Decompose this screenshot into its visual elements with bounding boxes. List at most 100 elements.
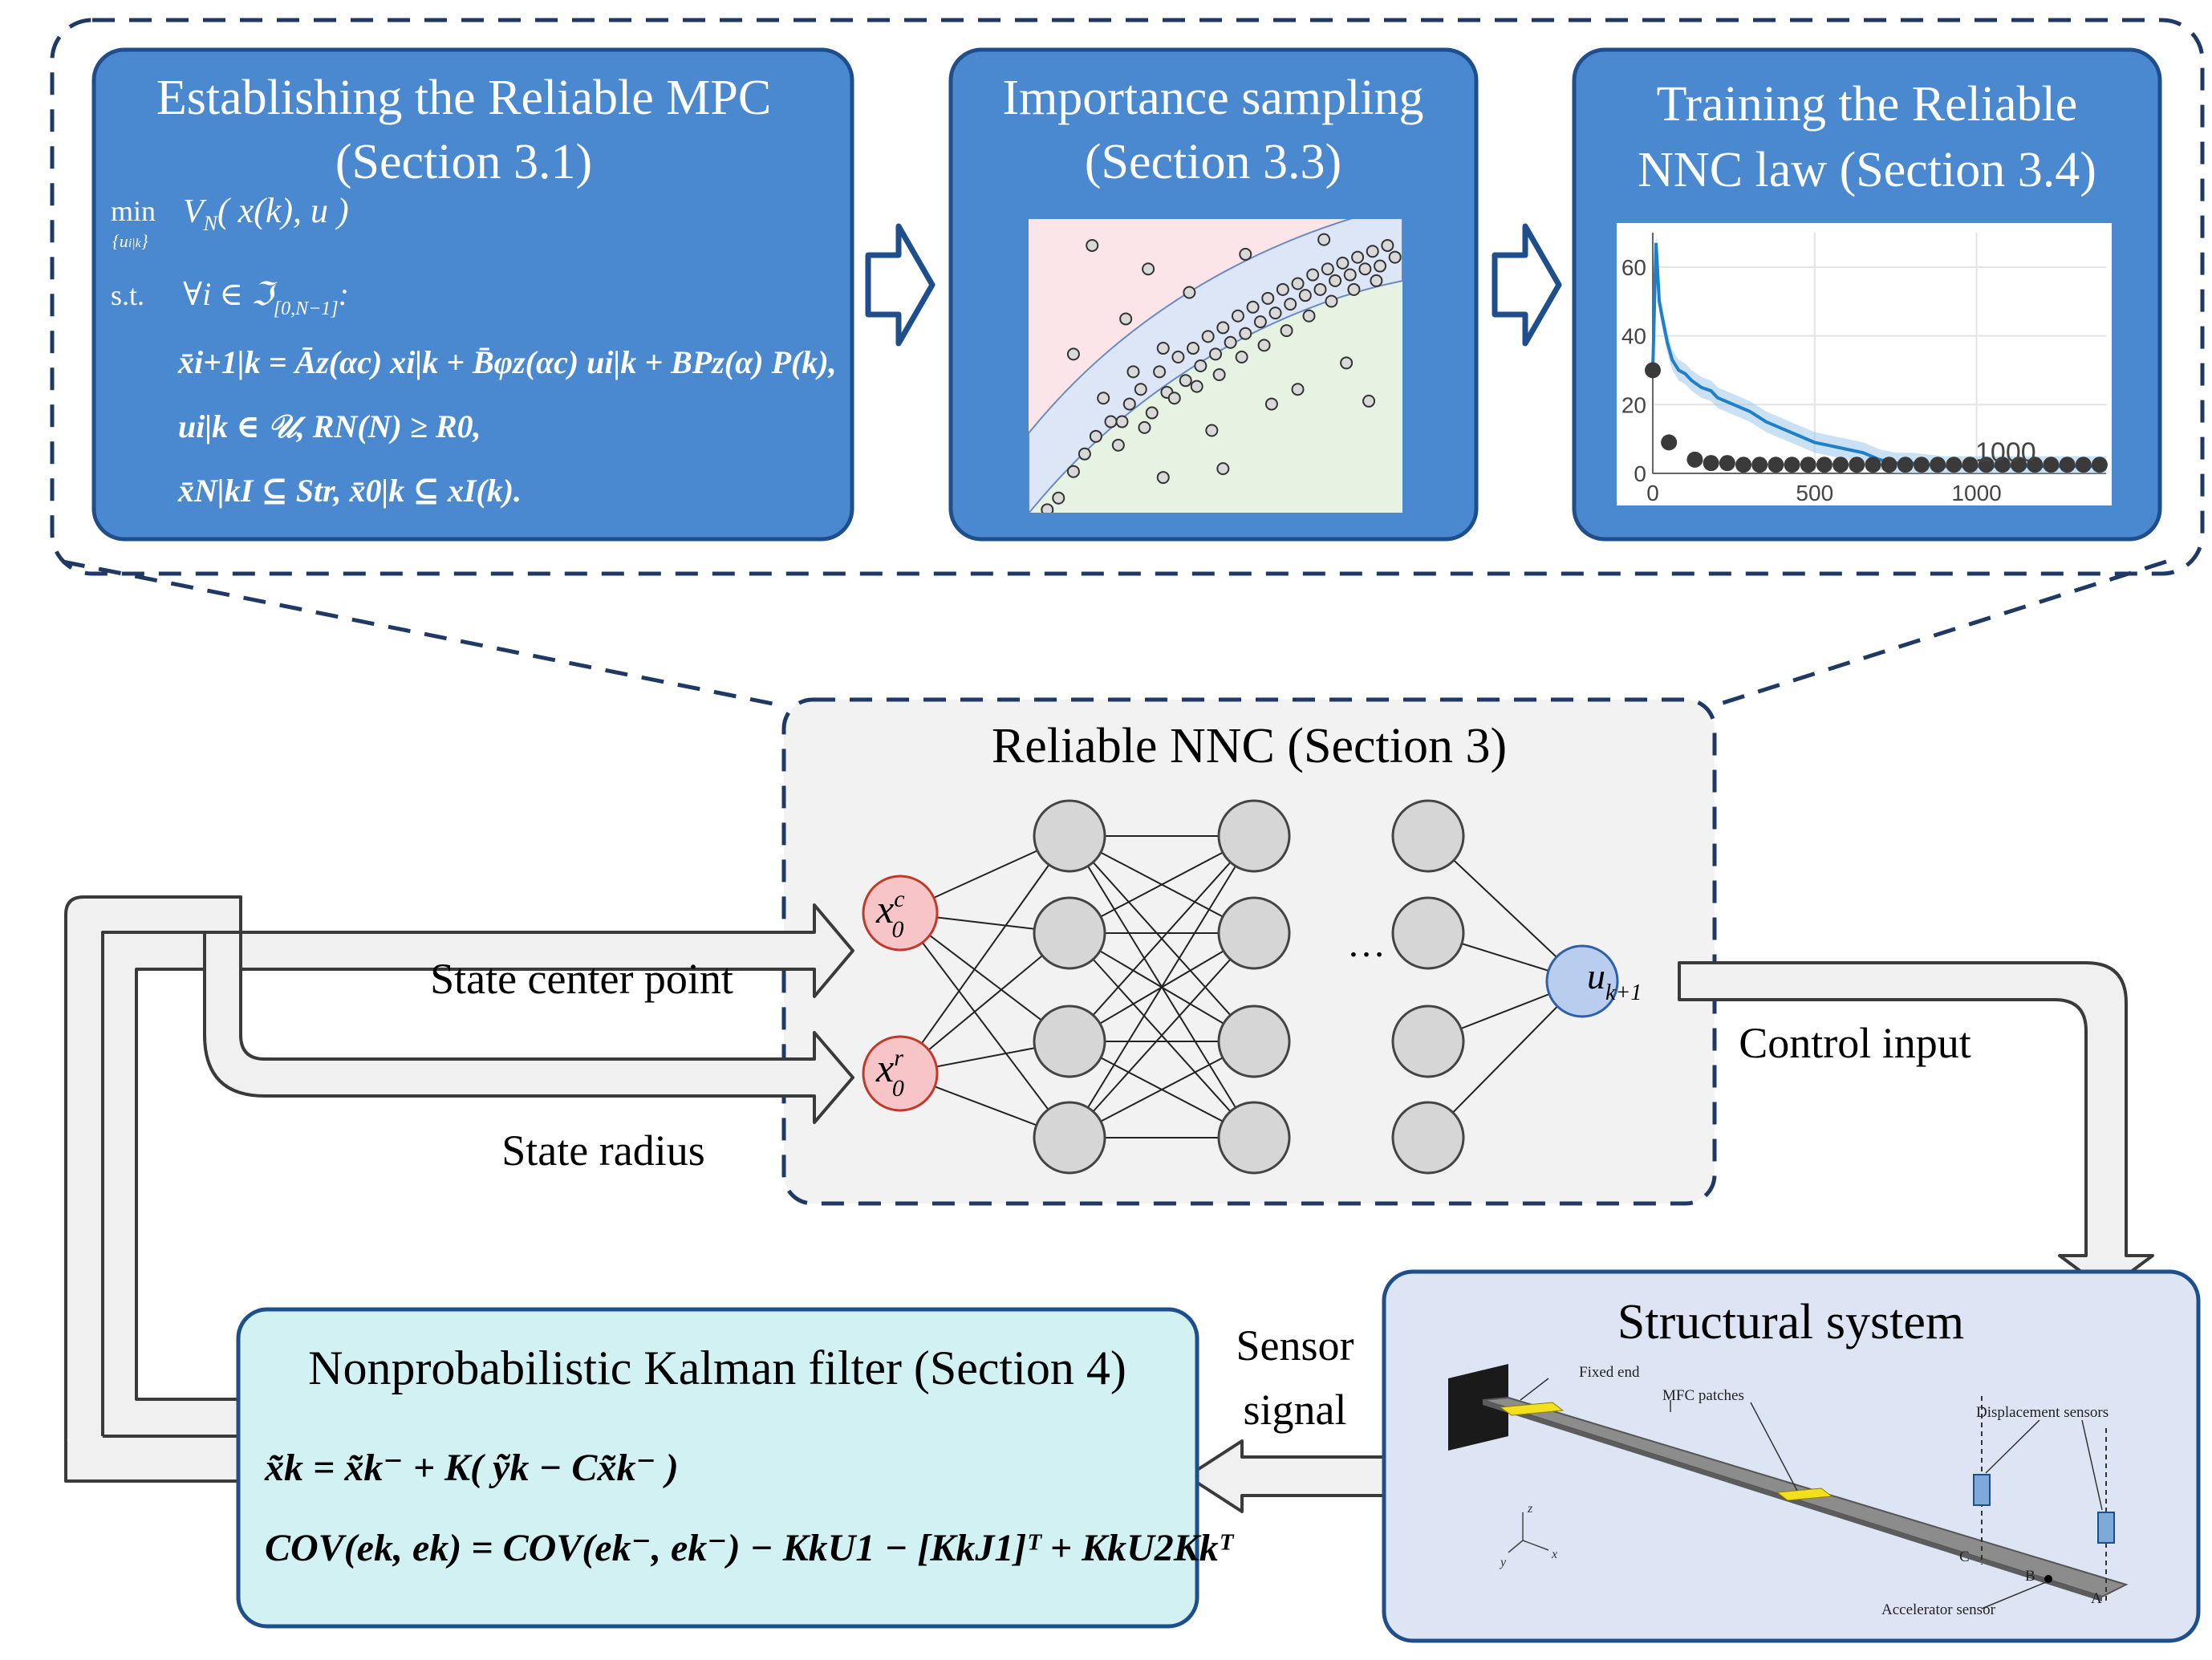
y-tick-label: 40 [1621, 324, 1646, 349]
mpc-equations: min {ui|k} VN( x(k), u ) s.t. ∀i ∈ ℑ[0,N… [111, 191, 837, 509]
sample-point [1216, 462, 1230, 476]
series-point [2075, 457, 2092, 473]
mpc-panel: Establishing the Reliable MPC (Section 3… [91, 47, 854, 542]
sample-point [1253, 315, 1267, 329]
sample-point [1167, 392, 1181, 405]
sample-point [1190, 379, 1203, 393]
input-node [862, 1035, 939, 1112]
sample-point [1388, 250, 1402, 264]
control-input-pipe [1678, 961, 2154, 1292]
series-point [1751, 457, 1768, 473]
sample-point [1066, 465, 1080, 478]
series-point [1865, 457, 1881, 473]
sample-point [1171, 351, 1185, 364]
series-point [1897, 457, 1914, 473]
sample-point [1325, 294, 1338, 308]
sample-point [1041, 503, 1054, 513]
sample-point [1321, 262, 1334, 276]
sample-point [1115, 415, 1129, 428]
series-point [2011, 457, 2027, 473]
series-point [1816, 457, 1833, 473]
series-point [1994, 457, 2011, 473]
importance-sample-points [1041, 233, 1402, 513]
series-point [1881, 457, 1897, 473]
sample-point [1235, 351, 1248, 364]
sample-point [1126, 365, 1140, 379]
sample-point [1179, 374, 1192, 388]
feedback-pipe [64, 895, 854, 1483]
sample-point [1370, 274, 1383, 287]
sample-point [1156, 342, 1170, 355]
mpc-title-line1: Establishing the Reliable MPC [156, 71, 771, 125]
series-point [1946, 457, 1962, 473]
sample-point [1366, 245, 1379, 258]
eq-min: min [111, 195, 156, 227]
sample-point [1239, 327, 1252, 340]
sample-point [1122, 397, 1136, 411]
series-point [1686, 451, 1703, 468]
series-point [1962, 457, 1979, 473]
hidden-node [1033, 896, 1106, 970]
sample-point [1183, 286, 1196, 299]
eq-objective: VN( x(k), u ) [183, 191, 349, 235]
sample-point [1291, 383, 1305, 396]
sample-point [1212, 367, 1226, 381]
sample-point [1381, 238, 1394, 252]
connector-dash-left [62, 559, 785, 708]
sample-point [1276, 282, 1289, 296]
series-point [1735, 457, 1751, 473]
eq-line3: x̄i+1|k = Āz(αc) xi|k + B̄φz(αc) ui|k + … [177, 344, 837, 380]
output-node [1545, 944, 1619, 1018]
accelerator-sensor-icon [2044, 1575, 2052, 1583]
sample-point [1052, 491, 1065, 505]
sample-point [1209, 347, 1222, 361]
sample-point [1201, 330, 1215, 343]
connector-dash-right [1712, 559, 2167, 708]
sample-point [1340, 356, 1354, 370]
axis-y-label: y [1499, 1556, 1507, 1569]
input-node [862, 875, 939, 952]
sample-point [1231, 309, 1244, 323]
nn-edge [899, 912, 1070, 1138]
hidden-node [1217, 896, 1291, 970]
sample-point [1156, 471, 1170, 485]
series-point [1784, 457, 1800, 473]
axis-triad-icon [1508, 1512, 1549, 1553]
sample-point [1224, 335, 1237, 349]
fixed-end-label: Fixed end [1579, 1364, 1640, 1381]
sample-point [1066, 347, 1080, 361]
kalman-title: Nonprobabilistic Kalman filter (Section … [308, 1341, 1126, 1394]
nn-edge [1069, 932, 1255, 1138]
sample-point [1362, 394, 1376, 408]
state-center-label: State center point [430, 955, 733, 1003]
sample-point [1205, 424, 1219, 437]
importance-plot [1029, 219, 1402, 513]
sample-point [1336, 256, 1350, 270]
sample-point [1187, 342, 1200, 355]
training-title-line2: NNC law (Section 3.4) [1638, 143, 2096, 197]
point-c-label: C [1959, 1548, 1970, 1565]
sample-point [1284, 298, 1297, 311]
displacement-label: Displacement sensors [1976, 1404, 2109, 1421]
sample-point [1291, 277, 1305, 290]
mfc-patch [1776, 1488, 1833, 1501]
sample-point [1246, 300, 1260, 314]
series-band [1653, 233, 2106, 473]
series-point [1849, 457, 1865, 473]
right-arrow-icon [1492, 223, 1562, 347]
eq-min-sub: {ui|k} [112, 231, 148, 251]
sample-point [1104, 415, 1118, 428]
sample-point [1138, 420, 1151, 434]
point-b-label: B [2025, 1568, 2035, 1585]
sample-point [1239, 247, 1252, 261]
nn-edge [1427, 980, 1583, 1138]
sample-point [1078, 447, 1091, 461]
series-point [1800, 457, 1816, 473]
sample-point [1306, 268, 1320, 282]
hidden-node [1391, 1005, 1465, 1078]
sample-point [1343, 268, 1357, 282]
importance-title-line2: (Section 3.3) [1085, 135, 1341, 189]
training-title-line1: Training the Reliable [1657, 77, 2078, 132]
